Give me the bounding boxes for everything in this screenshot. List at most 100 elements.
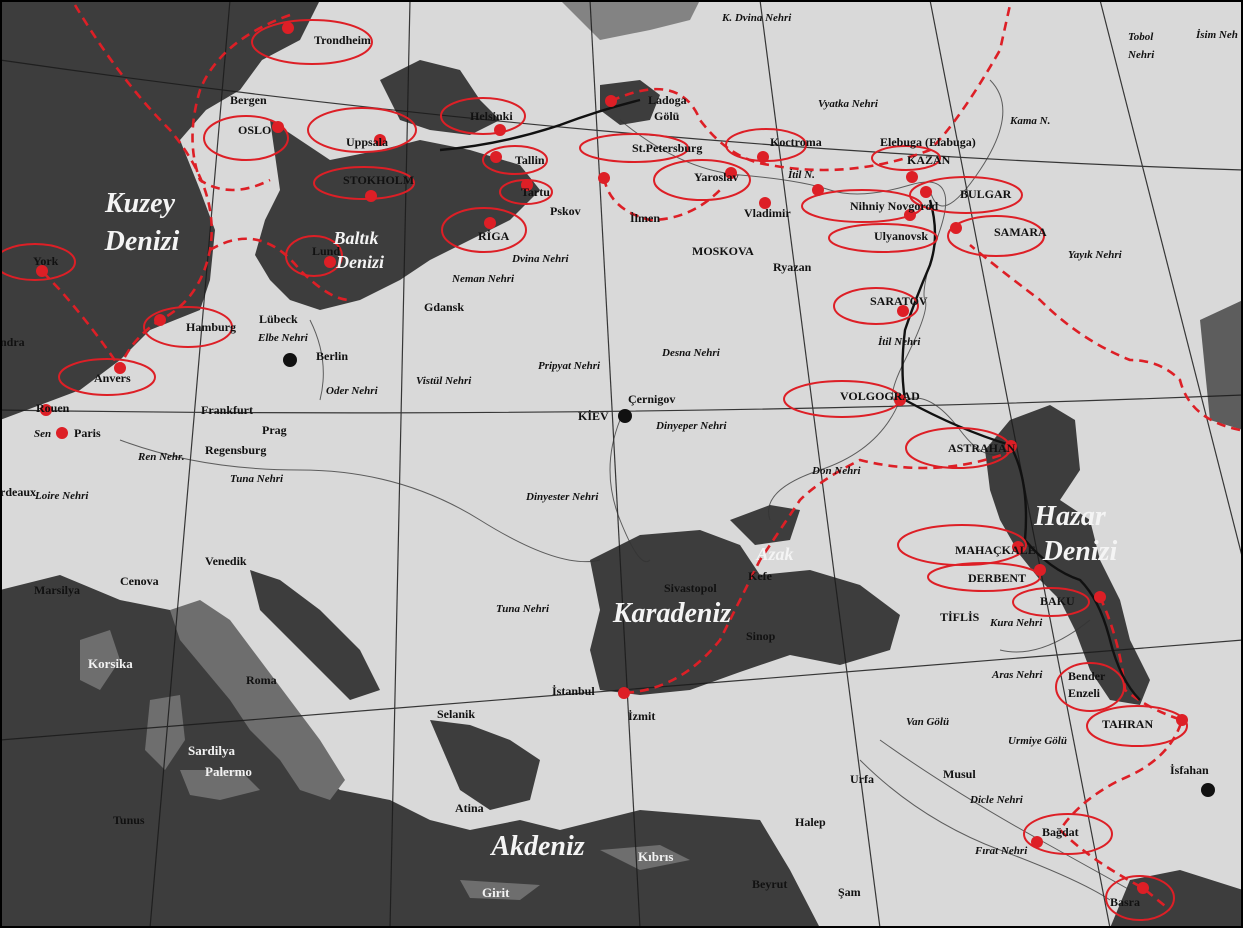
city-label-anvers: Anvers bbox=[94, 371, 131, 385]
ellipse-bağdat bbox=[1023, 813, 1113, 855]
ellipse-yaroslav bbox=[653, 159, 751, 201]
dot-tallin bbox=[490, 151, 502, 163]
city-label-roma: Roma bbox=[246, 673, 277, 687]
river-label: Yayık Nehri bbox=[1068, 249, 1123, 261]
ellipse-derbent bbox=[927, 562, 1041, 592]
city-label-selanik: Selanik bbox=[437, 707, 475, 721]
river-label: Van Gölü bbox=[906, 716, 949, 728]
dot-kazan bbox=[906, 171, 918, 183]
sea-label-hazar2: Denizi bbox=[1042, 536, 1118, 567]
city-label-halep: Halep bbox=[795, 815, 826, 829]
river-label: Neman Nehri bbox=[451, 273, 515, 285]
city-label-oslo: OSLO bbox=[238, 123, 271, 137]
city-label-bağdat: Bağdat bbox=[1042, 825, 1079, 839]
river-label: Aras Nehri bbox=[991, 669, 1043, 681]
ellipse-trondheim bbox=[251, 19, 373, 65]
river-label: Sen bbox=[34, 428, 51, 440]
city-label-helsinki: Helsinki bbox=[470, 109, 513, 123]
dot-nihniy-novgorod bbox=[812, 184, 824, 196]
city-label-tartu: Tartu bbox=[521, 185, 550, 199]
dot-rouen bbox=[40, 404, 52, 416]
city-label-ryazan: Ryazan bbox=[773, 260, 812, 274]
river-label: Urmiye Gölü bbox=[1008, 735, 1067, 747]
city-label-elebuga-elabuga-: Elebuga (Elabuga) bbox=[880, 135, 976, 149]
river-label: Tobol bbox=[1128, 31, 1154, 43]
city-label-gdansk: Gdansk bbox=[424, 300, 464, 314]
city-label-berlin: Berlin bbox=[316, 349, 348, 363]
city-label-tunus: Tunus bbox=[113, 813, 145, 827]
island-label-korsika: Korsika bbox=[88, 656, 133, 671]
island-label-palermo: Palermo bbox=[205, 764, 252, 779]
city-label-bender: Bender bbox=[1068, 669, 1106, 683]
ellipse-kazan bbox=[871, 145, 941, 171]
dot-berlin bbox=[283, 353, 297, 367]
sea-label-karadeniz: Karadeniz bbox=[612, 598, 731, 629]
sea-label-hazar1: Hazar bbox=[1033, 501, 1107, 532]
island-label-sardilya: Sardilya bbox=[188, 743, 235, 758]
city-label-york: York bbox=[33, 254, 59, 268]
city-label-ti-fli-s: TİFLİS bbox=[940, 610, 980, 624]
city-dots bbox=[36, 22, 1215, 894]
river-label: Dicle Nehri bbox=[969, 794, 1024, 806]
ellipse-oslo bbox=[203, 115, 289, 161]
dot-astrahan bbox=[1005, 440, 1017, 452]
dot-tartu bbox=[521, 179, 533, 191]
sea-label-baltik2: Denizi bbox=[335, 252, 384, 272]
sea-label-kuzey2: Denizi bbox=[104, 226, 180, 257]
river-label: İtil N. bbox=[787, 169, 815, 181]
sea-label-kuzey1: Kuzey bbox=[104, 188, 176, 219]
river-label: Vyatka Nehri bbox=[818, 98, 879, 110]
city-label-moskova: MOSKOVA bbox=[692, 244, 754, 258]
ellipse-hamburg bbox=[143, 306, 233, 348]
dot-i-lmen bbox=[598, 172, 610, 184]
ellipse-bulgar bbox=[909, 176, 1023, 214]
city-label-ri-ga: RİGA bbox=[478, 229, 510, 243]
island-label-girit: Girit bbox=[482, 885, 510, 900]
sea-label-akdeniz: Akdeniz bbox=[489, 831, 584, 862]
dot-vladimir bbox=[759, 197, 771, 209]
city-label-yaroslav: Yaroslav bbox=[694, 170, 738, 184]
ellipse-st-petersburg bbox=[579, 133, 689, 163]
dot-helsinki bbox=[494, 124, 506, 136]
river-label: Elbe Nehri bbox=[257, 332, 309, 344]
city-label-i-sfahan: İsfahan bbox=[1170, 763, 1209, 777]
dot-baku bbox=[1094, 591, 1106, 603]
river-label: Fırat Nehri bbox=[974, 845, 1028, 857]
river-label: İtil Nehri bbox=[877, 336, 921, 348]
city-label-derbent: DERBENT bbox=[968, 571, 1026, 585]
city-label-lübeck: Lübeck bbox=[259, 312, 298, 326]
city-label-i-stanbul: İstanbul bbox=[552, 684, 595, 698]
city-label-i-zmit: İzmit bbox=[628, 709, 655, 723]
city-label-venedik: Venedik bbox=[205, 554, 247, 568]
dot-paris bbox=[56, 427, 68, 439]
dot-koctroma bbox=[757, 151, 769, 163]
river-label: Ren Nehr. bbox=[137, 451, 184, 463]
city-label-kefe: Kefe bbox=[748, 569, 773, 583]
dot-uppsala bbox=[374, 134, 386, 146]
ellipse-stokholm bbox=[313, 166, 415, 200]
ellipse-bender bbox=[1055, 662, 1125, 712]
ellipse-basra bbox=[1105, 875, 1175, 921]
city-label-atina: Atina bbox=[455, 801, 484, 815]
city-label-samara: SAMARA bbox=[994, 225, 1047, 239]
city-label-bergen: Bergen bbox=[230, 93, 267, 107]
city-label-paris: Paris bbox=[74, 426, 101, 440]
dot-bulgar bbox=[920, 186, 932, 198]
city-label-şam: Şam bbox=[838, 885, 861, 899]
city-label-vladimir: Vladimir bbox=[744, 206, 791, 220]
dot-mahaçkale bbox=[1012, 541, 1024, 553]
city-label-cenova: Cenova bbox=[120, 574, 159, 588]
city-label-beyrut: Beyrut bbox=[752, 877, 787, 891]
river-label: Tuna Nehri bbox=[496, 603, 550, 615]
city-label-prag: Prag bbox=[262, 423, 287, 437]
island-label-kıbrıs: Kıbrıs bbox=[638, 849, 673, 864]
city-label-çernigov: Çernigov bbox=[628, 392, 675, 406]
river-label: Dinyester Nehri bbox=[525, 491, 599, 503]
city-label-marsilya: Marsilya bbox=[34, 583, 80, 597]
city-label-uppsala: Uppsala bbox=[346, 135, 388, 149]
